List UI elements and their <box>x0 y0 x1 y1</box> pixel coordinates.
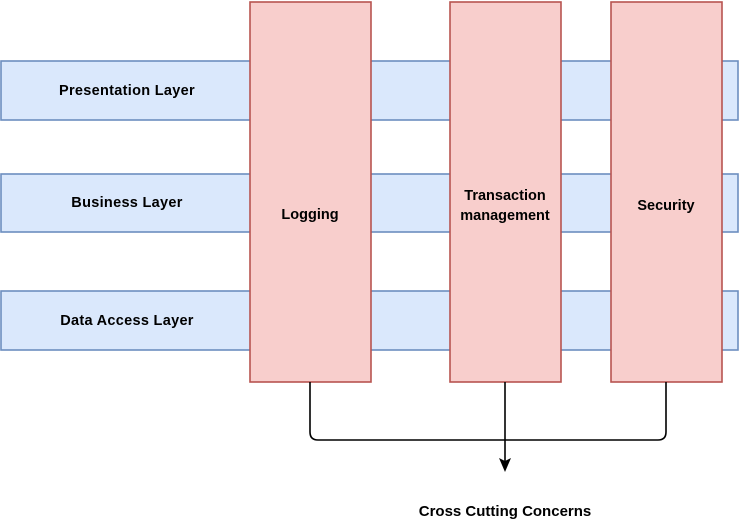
concern-transaction-management-label-line2: management <box>460 208 550 224</box>
concern-group: Logging Transaction management Security <box>249 1 723 383</box>
layer-presentation-label: Presentation Layer <box>59 83 195 99</box>
concern-logging[interactable]: Logging <box>249 1 372 383</box>
concern-security-rect[interactable] <box>610 1 723 383</box>
connector-bracket-path <box>309 382 667 441</box>
arrow-head-icon <box>499 458 511 472</box>
connector-group <box>309 382 667 472</box>
diagram-caption: Cross Cutting Concerns <box>419 503 592 520</box>
concern-security-label: Security <box>637 198 694 214</box>
concern-transaction-management[interactable]: Transaction management <box>449 1 562 383</box>
concern-transaction-management-rect[interactable] <box>449 1 562 383</box>
concern-logging-label: Logging <box>281 207 338 223</box>
layer-business-label: Business Layer <box>71 195 182 211</box>
concern-logging-rect[interactable] <box>249 1 372 383</box>
concern-transaction-management-label-line1: Transaction <box>464 188 545 204</box>
layer-data-access-label: Data Access Layer <box>60 313 194 329</box>
concern-security[interactable]: Security <box>610 1 723 383</box>
